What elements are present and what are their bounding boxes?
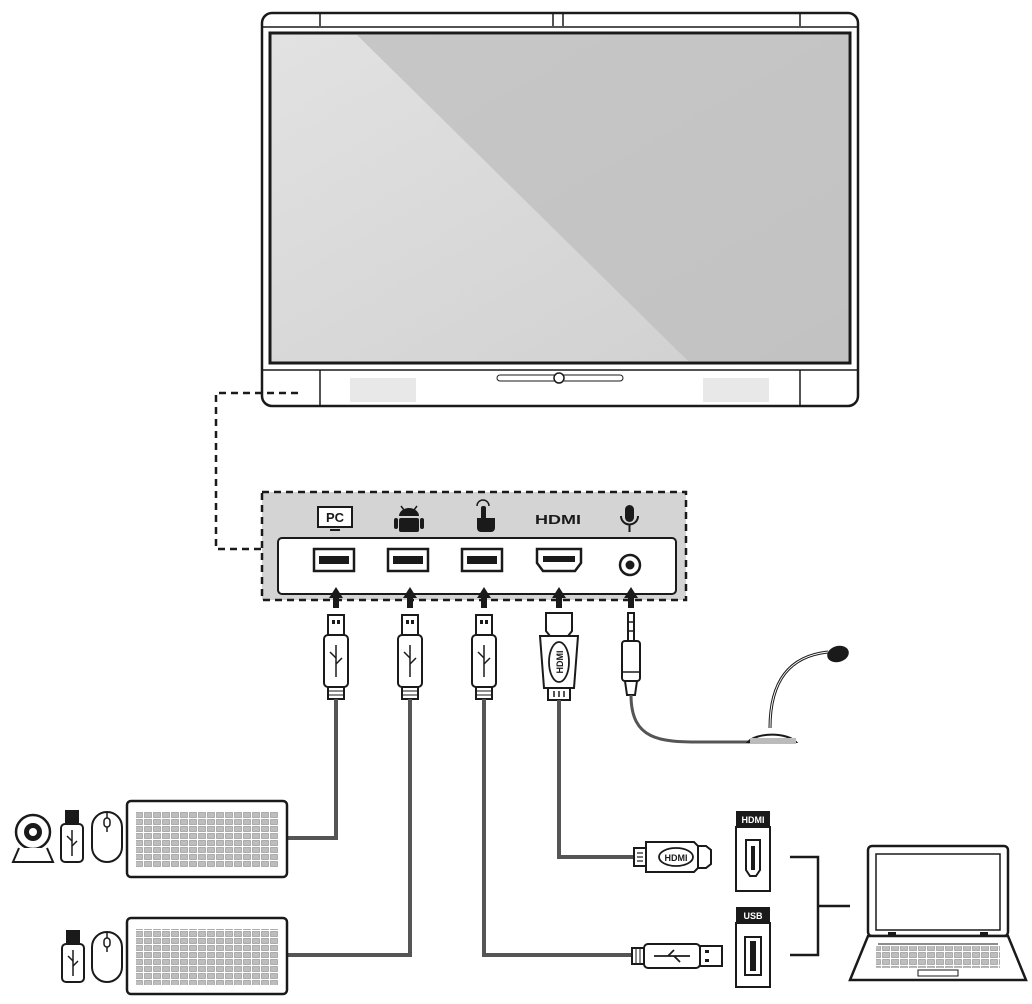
usb-port-pc: [312, 547, 356, 573]
hdmi-cable-end-label: HDMI: [665, 853, 688, 863]
usb-plug-pc: [323, 614, 349, 700]
laptop-usb-port-card: USB: [735, 907, 771, 988]
keyboard-icon: [125, 799, 289, 879]
arrow-audio: [624, 587, 638, 608]
peripheral-group-pc: [11, 799, 289, 879]
laptop-icon: [848, 844, 1028, 982]
audio-jack-plug: [621, 612, 641, 696]
arrow-usb-pc: [329, 587, 343, 608]
speaker-right: [703, 378, 769, 402]
screen-glare: [357, 35, 848, 361]
insert-arrows: [329, 587, 638, 608]
hdmi-plug: HDMI: [538, 612, 580, 701]
usb-symbol-icon: [654, 949, 690, 963]
mic-gooseneck: [768, 650, 829, 729]
usb-dongle-icon: [60, 810, 84, 863]
dashed-leader-line: [214, 391, 298, 551]
laptop-usb-label: USB: [743, 911, 763, 921]
port-bracket: [790, 855, 850, 957]
mouse-icon: [91, 931, 123, 983]
hdmi-plug-label: HDMI: [555, 651, 565, 674]
peripheral-group-android: [61, 916, 289, 996]
hdmi-logo: HDMI: [535, 512, 581, 527]
hdmi-plug-laptop-end: HDMI: [633, 841, 712, 873]
usb-port-touch: [460, 547, 504, 573]
desk-microphone: [629, 645, 849, 744]
cables: [287, 699, 634, 957]
front-control-buttons: [496, 372, 624, 384]
usb-symbol-icon: [329, 645, 343, 677]
usb-symbol-icon: [477, 645, 491, 677]
usb-plug-touch: [471, 614, 497, 700]
arrow-usb-touch: [477, 587, 491, 608]
usb-plug-android: [397, 614, 423, 700]
arrow-usb-android: [403, 587, 417, 608]
interactive-display: [260, 11, 860, 408]
usb-plug-laptop-end: [631, 943, 723, 969]
cable-hdmi-to-laptop: [557, 700, 634, 859]
usb-symbol-icon: [403, 645, 417, 677]
hdmi-port: [535, 547, 583, 573]
arrow-hdmi: [552, 587, 566, 608]
hdmi-logo-label: HDMI: [535, 512, 581, 527]
cable-touch-to-usb: [482, 699, 632, 957]
pc-icon: PC: [317, 506, 353, 531]
laptop-hdmi-port-card: HDMI: [735, 811, 771, 892]
keyboard-icon: [125, 916, 289, 996]
pc-label: PC: [326, 510, 345, 525]
mic-cable: [629, 694, 760, 744]
android-icon: [394, 505, 424, 532]
mouse-icon: [91, 811, 123, 863]
usb-port-android: [386, 547, 430, 573]
microphone-icon: [620, 505, 639, 532]
usb-dongle-icon: [61, 930, 85, 983]
touch-icon: [476, 499, 495, 532]
cable-android-to-keyboard2: [287, 699, 412, 957]
laptop-hdmi-label: HDMI: [742, 815, 765, 825]
webcam-icon: [11, 813, 55, 863]
port-panel: PC HDMI: [260, 490, 688, 602]
speaker-left: [350, 378, 416, 402]
audio-jack-port: [618, 553, 642, 577]
cable-pc-to-keyboard1: [287, 699, 338, 840]
